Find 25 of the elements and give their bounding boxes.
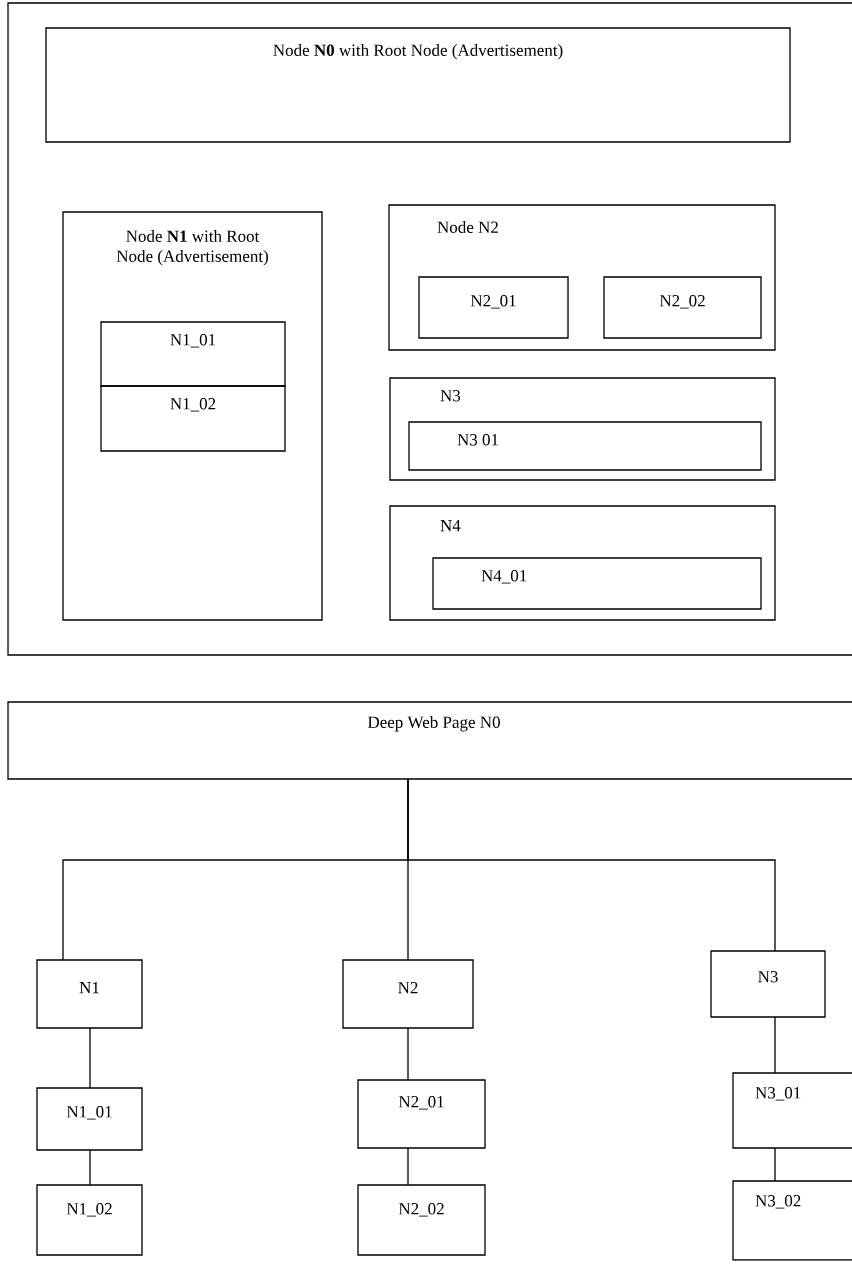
connector-line <box>407 1147 409 1186</box>
node-box: N3_02 <box>732 1180 852 1261</box>
node-box: N1 <box>36 959 143 1029</box>
node-box: N2_01 <box>357 1079 486 1149</box>
node-box: Node N0 with Root Node (Advertisement) <box>45 27 791 143</box>
frame-box <box>7 2 852 656</box>
node-box: N2_02 <box>603 276 762 339</box>
node-box: N2_02 <box>357 1184 486 1256</box>
node-box: N1_02 <box>100 385 286 452</box>
connector-line <box>774 1147 776 1182</box>
connector-line <box>774 1016 776 1074</box>
node-box: N1_01 <box>100 321 286 387</box>
connector-line <box>89 1149 91 1186</box>
connector-line <box>407 778 776 952</box>
connector-line <box>89 1027 91 1089</box>
node-box: N1_01 <box>36 1087 143 1151</box>
node-box: N2 <box>342 959 474 1029</box>
node-box: N3 <box>710 950 826 1018</box>
node-box: N1_02 <box>36 1184 143 1256</box>
node-box: N2_01 <box>418 276 569 339</box>
node-box: N3 01 <box>408 421 762 471</box>
node-box: N3_01 <box>732 1072 852 1149</box>
node-box: N4_01 <box>432 557 762 610</box>
connector-line <box>407 1027 409 1081</box>
node-box: Deep Web Page N0 <box>7 701 852 780</box>
